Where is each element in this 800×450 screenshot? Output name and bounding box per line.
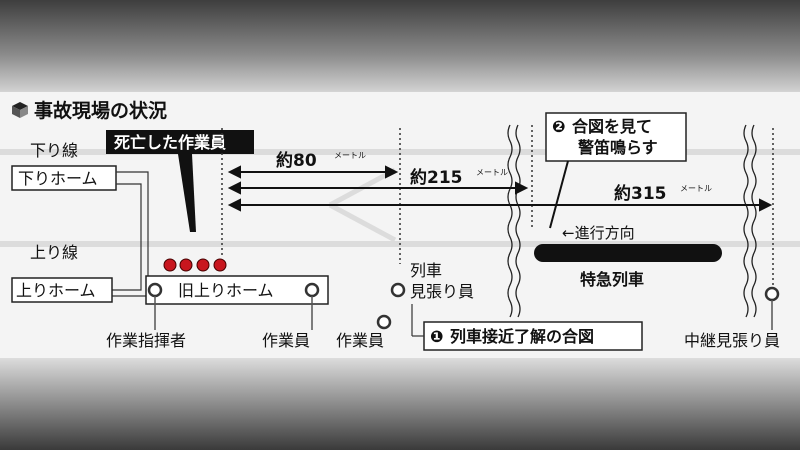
up-platform-label: 上りホーム (16, 281, 96, 300)
worker-dot (163, 258, 177, 272)
supervisor-marker (147, 282, 163, 298)
lookout-label: 列車 見張り員 (410, 261, 474, 301)
signal-2-pointer (549, 160, 569, 229)
relay-lookout-marker (764, 286, 780, 302)
distance-80-label: 約80 (276, 150, 317, 171)
signal-1-number: ❶ (430, 327, 444, 346)
deceased-worker-callout (106, 130, 254, 154)
break-lines (507, 124, 757, 318)
old-up-platform-box (145, 275, 329, 305)
title-icon (12, 102, 28, 118)
lookout-line-1: 列車 (410, 261, 442, 280)
signal-2-number: ❷ (552, 117, 566, 136)
meter-unit-80: メートル (334, 151, 366, 160)
lookout-marker (390, 282, 406, 298)
up-platform-box (11, 277, 113, 303)
worker-1-marker (304, 282, 320, 298)
worker-1-label: 作業員 (262, 331, 310, 350)
diagram-title: 事故現場の状況 (34, 99, 167, 122)
relay-lookout-label: 中継見張り員 (684, 331, 780, 350)
signal-2-line-1: 合図を見て (572, 117, 652, 136)
callout-pointer (178, 154, 196, 232)
direction-label: ←進行方向 (562, 224, 635, 242)
up-line-label: 上り線 (30, 243, 78, 262)
supervisor-label: 作業指揮者 (106, 331, 186, 350)
signal-1-label: 列車接近了解の合図 (450, 327, 594, 346)
person-markers (147, 282, 780, 330)
signal-2-line-2: 警笛鳴らす (577, 138, 658, 157)
distance-215-label: 約215 (410, 167, 463, 188)
lookout-line-2: 見張り員 (410, 282, 474, 301)
worker-dot (196, 258, 210, 272)
worker-2-label: 作業員 (336, 331, 384, 350)
meter-unit-215: メートル (476, 168, 508, 177)
meter-unit-315: メートル (680, 184, 712, 193)
train-label: 特急列車 (580, 270, 644, 289)
distance-315-label: 約315 (614, 183, 667, 204)
worker-group (163, 258, 227, 272)
down-platform-leader (112, 171, 149, 297)
express-train (534, 244, 722, 262)
down-line-label: 下り線 (30, 141, 78, 160)
down-platform-label: 下りホーム (18, 169, 98, 188)
distance-arrows (227, 165, 773, 212)
worker-dot (179, 258, 193, 272)
worker-dot (213, 258, 227, 272)
old-up-platform-label: 旧上りホーム (178, 281, 274, 300)
reference-lines (221, 125, 774, 285)
signal-2-label: 合図を見て 警笛鳴らす (572, 117, 658, 157)
deceased-worker-label: 死亡した作業員 (114, 133, 226, 152)
down-platform-box (11, 165, 117, 191)
signal-2-callout (545, 112, 687, 162)
worker-2-marker (376, 314, 392, 330)
